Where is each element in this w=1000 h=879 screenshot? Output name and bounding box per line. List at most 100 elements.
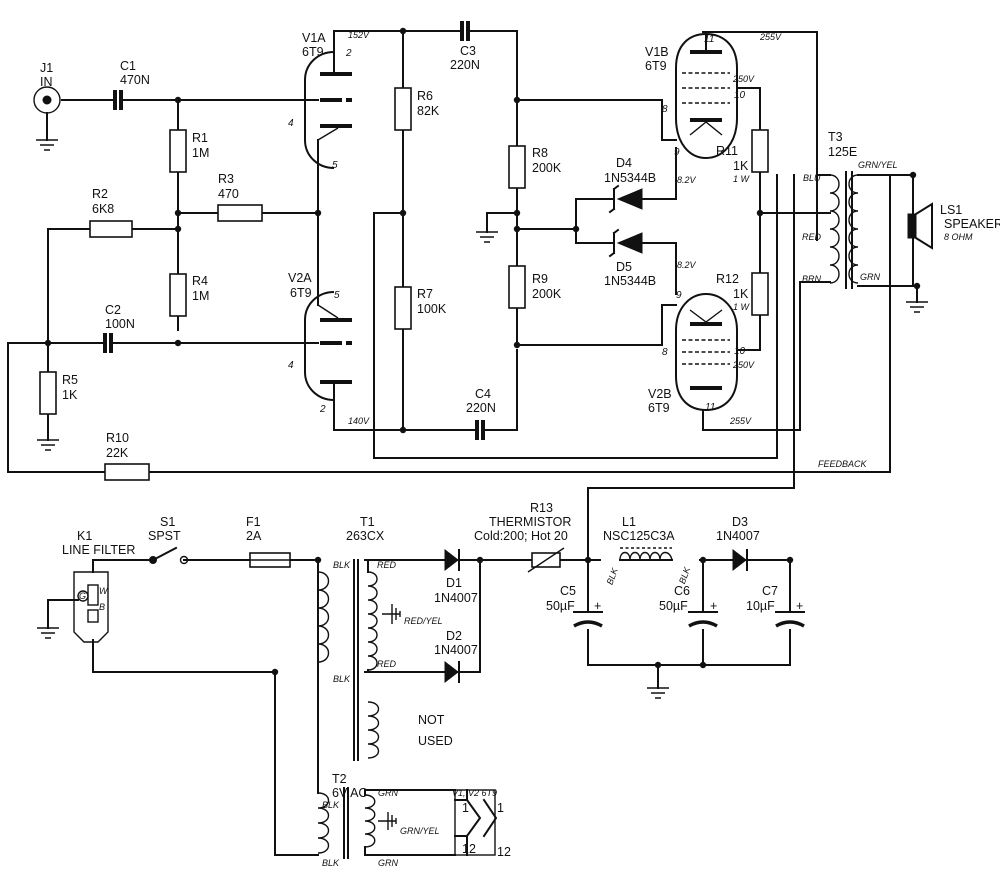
r6-value: 82K — [417, 104, 440, 118]
v1b-plate-voltage: 255V — [759, 32, 782, 42]
d2-ref: D2 — [446, 629, 462, 643]
t1-wire-red-top: RED — [377, 560, 397, 570]
d4-ref: D4 — [616, 156, 632, 170]
r5-ref: R5 — [62, 373, 78, 387]
c1-capacitor: C1 470N — [113, 59, 150, 110]
r10-resistor: R10 22K — [104, 431, 150, 481]
l1-ref: L1 — [622, 515, 636, 529]
r7-ref: R7 — [417, 287, 433, 301]
v2a-ref: V2A — [288, 271, 312, 285]
d4-zener-diode: D4 1N5344B 8.2V — [604, 156, 697, 214]
f1-value: 2A — [246, 529, 262, 543]
heater-pin-1a: 1 — [462, 801, 469, 815]
r5-value: 1K — [62, 388, 78, 402]
c3-value: 220N — [450, 58, 480, 72]
c4-value: 220N — [466, 401, 496, 415]
v1b-value: 6T9 — [645, 59, 667, 73]
v1b-pin-plate: 11 — [704, 34, 714, 45]
v1a-triode: V1A 6T9 2 4 5 152V — [288, 30, 370, 171]
r3-resistor: R3 470 — [217, 172, 263, 222]
t3-ref: T3 — [828, 130, 843, 144]
c4-ref: C4 — [475, 387, 491, 401]
r8-ref: R8 — [532, 146, 548, 160]
v2b-ref: V2B — [648, 387, 672, 401]
not-used-label-2: USED — [418, 734, 453, 748]
v1a-pin-plate: 2 — [345, 48, 352, 59]
v1a-pin-grid: 4 — [288, 118, 294, 129]
c3-capacitor: C3 220N — [450, 21, 480, 72]
r13-value: THERMISTOR — [489, 515, 571, 529]
r13-ref: R13 — [530, 501, 553, 515]
v2a-pin-plate: 2 — [319, 404, 326, 415]
d2-rectifier: D2 1N4007 — [434, 629, 478, 684]
t2-wire-grn-bottom: GRN — [378, 858, 399, 868]
v1b-screen-voltage: 250V — [732, 74, 755, 84]
k1-pin-w: W — [99, 586, 109, 596]
f1-ref: F1 — [246, 515, 261, 529]
d5-ref: D5 — [616, 260, 632, 274]
r5-resistor: R5 1K — [39, 371, 78, 415]
k1-pin-g: G — [79, 591, 86, 601]
r10-value: 22K — [106, 446, 129, 460]
c7-polarity: + — [796, 599, 803, 613]
r12-rating: 1 W — [733, 302, 751, 312]
r12-value: 1K — [733, 287, 749, 301]
v1b-pin-cathode: 9 — [674, 147, 680, 158]
r4-resistor: R4 1M — [169, 273, 209, 317]
v2b-screen-voltage: 250V — [732, 360, 755, 370]
r2-resistor: R2 6K8 — [89, 187, 133, 238]
c5-polarity: + — [594, 599, 601, 613]
j1-input-jack: J1 IN — [33, 61, 61, 151]
k1-line-filter: W B G K1 LINE FILTER — [47, 529, 135, 643]
l1-wire-blk-2: BLK — [677, 565, 693, 585]
r6-ref: R6 — [417, 89, 433, 103]
v1a-ref: V1A — [302, 31, 326, 45]
r13-thermistor: R13 THERMISTOR Cold:200; Hot 20 — [474, 501, 571, 573]
k1-pin-b: B — [99, 602, 105, 612]
t1-wire-blk-top: BLK — [333, 560, 351, 570]
v2b-cathode-voltage: 8.2V — [677, 260, 697, 270]
v2b-pentode: V2B 6T9 9 8 10 11 250V 255V — [648, 290, 755, 426]
s1-switch: S1 SPST — [148, 515, 189, 565]
t1-ref: T1 — [360, 515, 375, 529]
t3-wire-grn: GRN — [860, 272, 881, 282]
s1-ref: S1 — [160, 515, 175, 529]
d5-value: 1N5344B — [604, 274, 656, 288]
t3-value: 125E — [828, 145, 857, 159]
v1a-pin-cathode: 5 — [332, 160, 338, 171]
t3-wire-brn: BRN — [802, 274, 822, 284]
t1-wire-red-bottom: RED — [377, 659, 397, 669]
heater-pin-12a: 12 — [462, 842, 476, 856]
v2b-pin-plate: 11 — [705, 402, 715, 413]
d1-ref: D1 — [446, 576, 462, 590]
v1b-pin-screen: 10 — [734, 90, 746, 101]
c1-ref: C1 — [120, 59, 136, 73]
c4-capacitor: C4 220N — [466, 387, 496, 440]
d4-value: 1N5344B — [604, 171, 656, 185]
ls1-ref: LS1 — [940, 203, 962, 217]
d1-value: 1N4007 — [434, 591, 478, 605]
v2a-value: 6T9 — [290, 286, 312, 300]
c2-capacitor: C2 100N — [103, 303, 135, 353]
r1-ref: R1 — [192, 131, 208, 145]
r7-value: 100K — [417, 302, 447, 316]
t1-power-transformer: T1 263CX BLK BLK RED RED/YEL RED NOT USE… — [317, 515, 453, 761]
r8-resistor: R8 200K — [508, 145, 562, 189]
ls1-speaker: LS1 SPEAKER 8 OHM — [907, 202, 1000, 250]
v2b-pin-grid: 8 — [662, 347, 668, 358]
d3-ref: D3 — [732, 515, 748, 529]
r1-value: 1M — [192, 146, 209, 160]
r3-value: 470 — [218, 187, 239, 201]
v2b-pin-cathode: 9 — [676, 290, 682, 301]
heater-pin-1b: 1 — [497, 801, 504, 815]
v1b-ref: V1B — [645, 45, 669, 59]
c1-value: 470N — [120, 73, 150, 87]
t2-ref: T2 — [332, 772, 347, 786]
t3-output-transformer: T3 125E BLU RED BRN GRN/YEL GRN — [802, 130, 898, 289]
c6-polarity: + — [710, 599, 717, 613]
c7-capacitor: + C7 10µF — [746, 584, 805, 628]
f1-fuse: F1 2A — [246, 515, 291, 568]
l1-value: NSC125C3A — [603, 529, 675, 543]
d5-zener-diode: D5 1N5344B 8.2V — [604, 228, 697, 288]
